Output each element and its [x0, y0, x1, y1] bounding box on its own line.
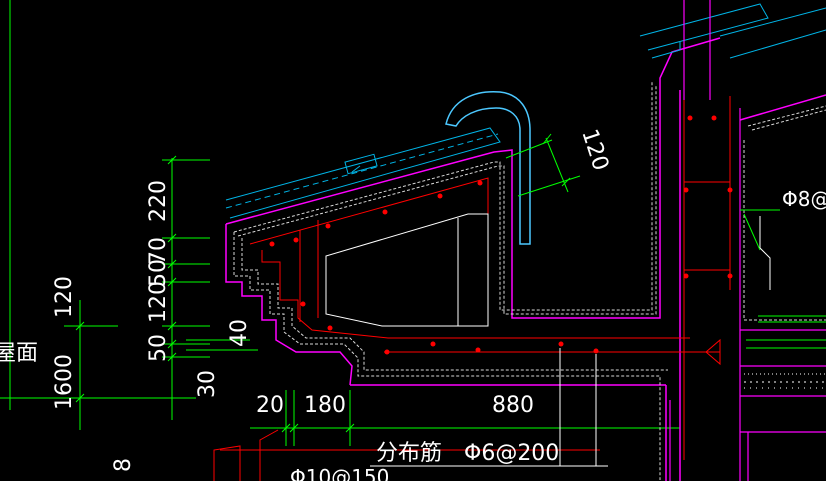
- gutter-hook[interactable]: [445, 91, 531, 245]
- dim-70: 70: [146, 237, 171, 265]
- dim-50-upper: 50: [146, 259, 171, 287]
- dim-880: 880: [492, 393, 534, 418]
- rebar-callout-phi8: Φ8@: [782, 187, 826, 211]
- partial-spec: Φ10@150: [290, 465, 389, 481]
- right-green-lines: [740, 209, 826, 349]
- dim-220: 220: [146, 180, 171, 222]
- gutter-dimension[interactable]: [505, 133, 581, 197]
- rebar-dots: [269, 115, 733, 355]
- annotation-leader[interactable]: [370, 348, 608, 467]
- dim-1600: 1600: [52, 354, 77, 410]
- left-dimension-chain[interactable]: [0, 0, 258, 430]
- insulation-layer: [233, 82, 826, 480]
- right-structure[interactable]: [669, 0, 826, 481]
- dim-120-mid: 120: [146, 281, 171, 323]
- eave-slab-outline[interactable]: [225, 37, 826, 481]
- roof-label: 屋面: [0, 341, 38, 366]
- dim-40: 40: [227, 319, 252, 347]
- rebar-lines[interactable]: [213, 96, 731, 481]
- dim-30: 30: [195, 370, 220, 398]
- dim-180: 180: [304, 393, 346, 418]
- distribution-bar-label: 分布筋: [376, 441, 442, 466]
- bottom-dimension-chain[interactable]: [250, 390, 680, 446]
- dim-120-far: 120: [52, 276, 77, 318]
- dim-20: 20: [256, 393, 284, 418]
- right-hatch: [744, 216, 826, 389]
- dim-gutter-120: 120: [576, 126, 613, 174]
- void-outline: [325, 213, 489, 327]
- roof-tiles[interactable]: [225, 3, 826, 219]
- dim-50-lower: 50: [146, 334, 171, 362]
- distribution-bar-spec: Φ6@200: [464, 441, 559, 466]
- partial-digit: 8: [111, 458, 136, 472]
